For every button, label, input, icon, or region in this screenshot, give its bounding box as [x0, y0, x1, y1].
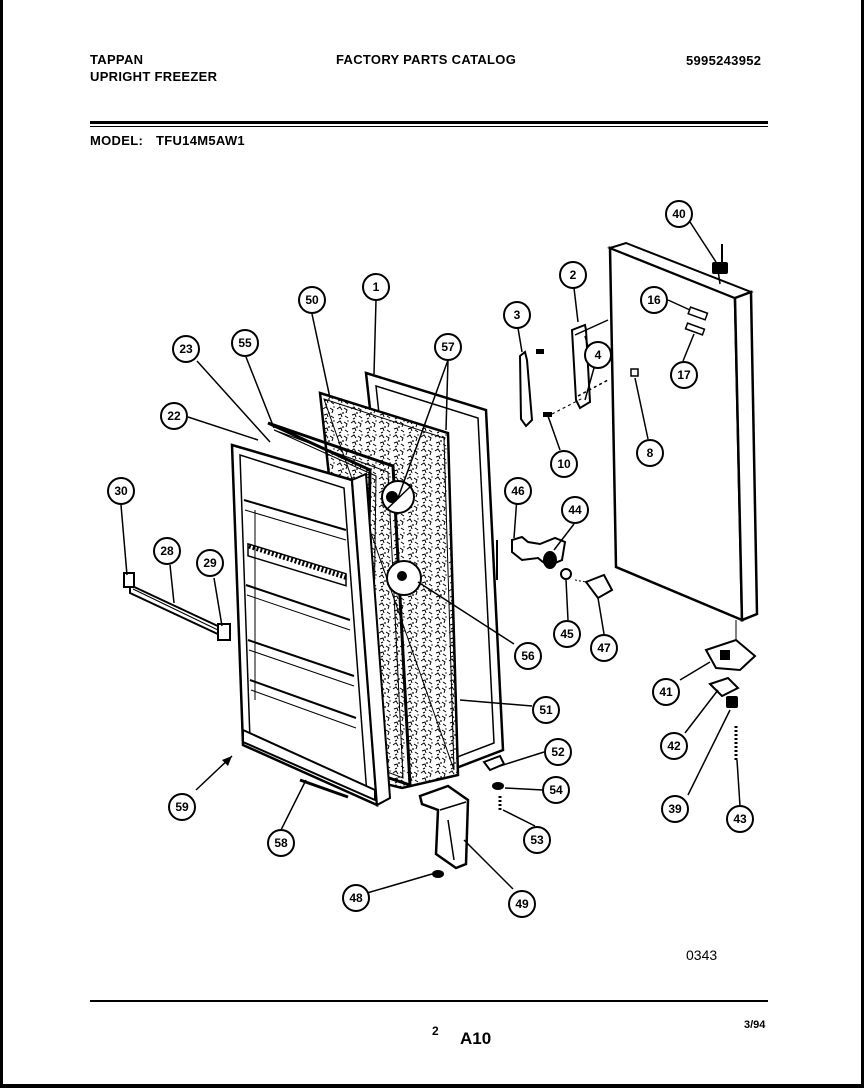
- svg-text:59: 59: [175, 800, 189, 814]
- callout-52: 52: [544, 738, 572, 766]
- callout-54: 54: [542, 776, 570, 804]
- callout-4: 4: [584, 341, 612, 369]
- svg-text:44: 44: [568, 503, 582, 517]
- svg-text:1: 1: [373, 280, 380, 294]
- callout-56: 56: [514, 642, 542, 670]
- svg-text:28: 28: [160, 544, 174, 558]
- callout-3: 3: [503, 301, 531, 329]
- svg-text:49: 49: [515, 897, 529, 911]
- product-name: UPRIGHT FREEZER: [90, 69, 218, 84]
- callout-50: 50: [298, 286, 326, 314]
- callout-42: 42: [660, 732, 688, 760]
- svg-text:2: 2: [570, 268, 577, 282]
- frame-bottom-edge: [0, 1084, 864, 1088]
- svg-text:54: 54: [549, 783, 563, 797]
- callout-28: 28: [153, 537, 181, 565]
- header-rule-thin: [90, 126, 768, 127]
- svg-text:3: 3: [514, 308, 521, 322]
- callout-59: 59: [168, 793, 196, 821]
- callout-43: 43: [726, 805, 754, 833]
- frame-right-edge: [861, 0, 864, 1088]
- svg-text:58: 58: [274, 836, 288, 850]
- callout-29: 29: [196, 549, 224, 577]
- section-code: A10: [460, 1029, 492, 1048]
- svg-text:47: 47: [597, 641, 611, 655]
- callout-46: 46: [504, 477, 532, 505]
- svg-text:57: 57: [441, 340, 455, 354]
- svg-text:56: 56: [521, 649, 535, 663]
- callout-2: 2: [559, 261, 587, 289]
- svg-text:22: 22: [167, 409, 181, 423]
- callout-58: 58: [267, 829, 295, 857]
- lower-hinge-assembly: [704, 620, 757, 760]
- callout-45: 45: [553, 620, 581, 648]
- svg-text:50: 50: [305, 293, 319, 307]
- svg-text:30: 30: [114, 484, 128, 498]
- shelf-bar-assembly: [123, 572, 231, 641]
- svg-text:45: 45: [560, 627, 574, 641]
- callout-47: 47: [590, 634, 618, 662]
- svg-text:23: 23: [179, 342, 193, 356]
- model-number: TFU14M5AW1: [156, 133, 245, 148]
- callout-30: 30: [107, 477, 135, 505]
- svg-text:41: 41: [659, 685, 673, 699]
- revision-date: 3/94: [744, 1019, 766, 1031]
- svg-text:42: 42: [667, 739, 681, 753]
- svg-text:4: 4: [595, 348, 602, 362]
- page-number: 2: [432, 1024, 439, 1038]
- svg-text:17: 17: [677, 368, 691, 382]
- svg-text:53: 53: [530, 833, 544, 847]
- header-rule-thick: [90, 121, 768, 124]
- brand-name: TAPPAN: [90, 52, 144, 67]
- svg-text:29: 29: [203, 556, 217, 570]
- callout-41: 41: [652, 678, 680, 706]
- bottom-bracket: [418, 784, 470, 878]
- svg-text:46: 46: [511, 484, 525, 498]
- callout-22: 22: [160, 402, 188, 430]
- bottom-door-trim: [242, 728, 376, 802]
- bottom-small-parts: [482, 754, 506, 812]
- callout-17: 17: [670, 361, 698, 389]
- callout-55: 55: [231, 329, 259, 357]
- callout-39: 39: [661, 795, 689, 823]
- drawing-number: 0343: [686, 947, 718, 963]
- callout-44: 44: [561, 496, 589, 524]
- catalog-number: 5995243952: [686, 53, 762, 68]
- callout-16: 16: [640, 286, 668, 314]
- callout-23: 23: [172, 335, 200, 363]
- svg-text:52: 52: [551, 745, 565, 759]
- model-label: MODEL:: [90, 133, 144, 148]
- inner-door-liner: [230, 443, 392, 807]
- svg-text:51: 51: [539, 703, 553, 717]
- callout-40: 40: [665, 200, 693, 228]
- svg-text:55: 55: [238, 336, 252, 350]
- direction-arrow: [195, 755, 233, 791]
- door-stop-assembly: [511, 535, 614, 600]
- callout-49: 49: [508, 890, 536, 918]
- callout-53: 53: [523, 826, 551, 854]
- callout-51: 51: [532, 696, 560, 724]
- svg-text:43: 43: [733, 812, 747, 826]
- callout-57: 57: [434, 333, 462, 361]
- footer-rule: [90, 1000, 768, 1002]
- callout-8: 8: [636, 439, 664, 467]
- svg-text:40: 40: [672, 207, 686, 221]
- callout-10: 10: [550, 450, 578, 478]
- callout-48: 48: [342, 884, 370, 912]
- svg-text:48: 48: [349, 891, 363, 905]
- outer-door-panel: [607, 241, 759, 622]
- top-hinge-pin: [712, 244, 728, 285]
- svg-text:8: 8: [647, 446, 654, 460]
- frame-left-edge: [0, 0, 3, 1088]
- svg-text:39: 39: [668, 802, 682, 816]
- leader-lines: [120, 221, 741, 894]
- callout-1: 1: [362, 273, 390, 301]
- catalog-title: FACTORY PARTS CATALOG: [336, 52, 517, 67]
- svg-text:16: 16: [647, 293, 661, 307]
- door-handle-assembly: [518, 319, 609, 428]
- svg-text:10: 10: [557, 457, 571, 471]
